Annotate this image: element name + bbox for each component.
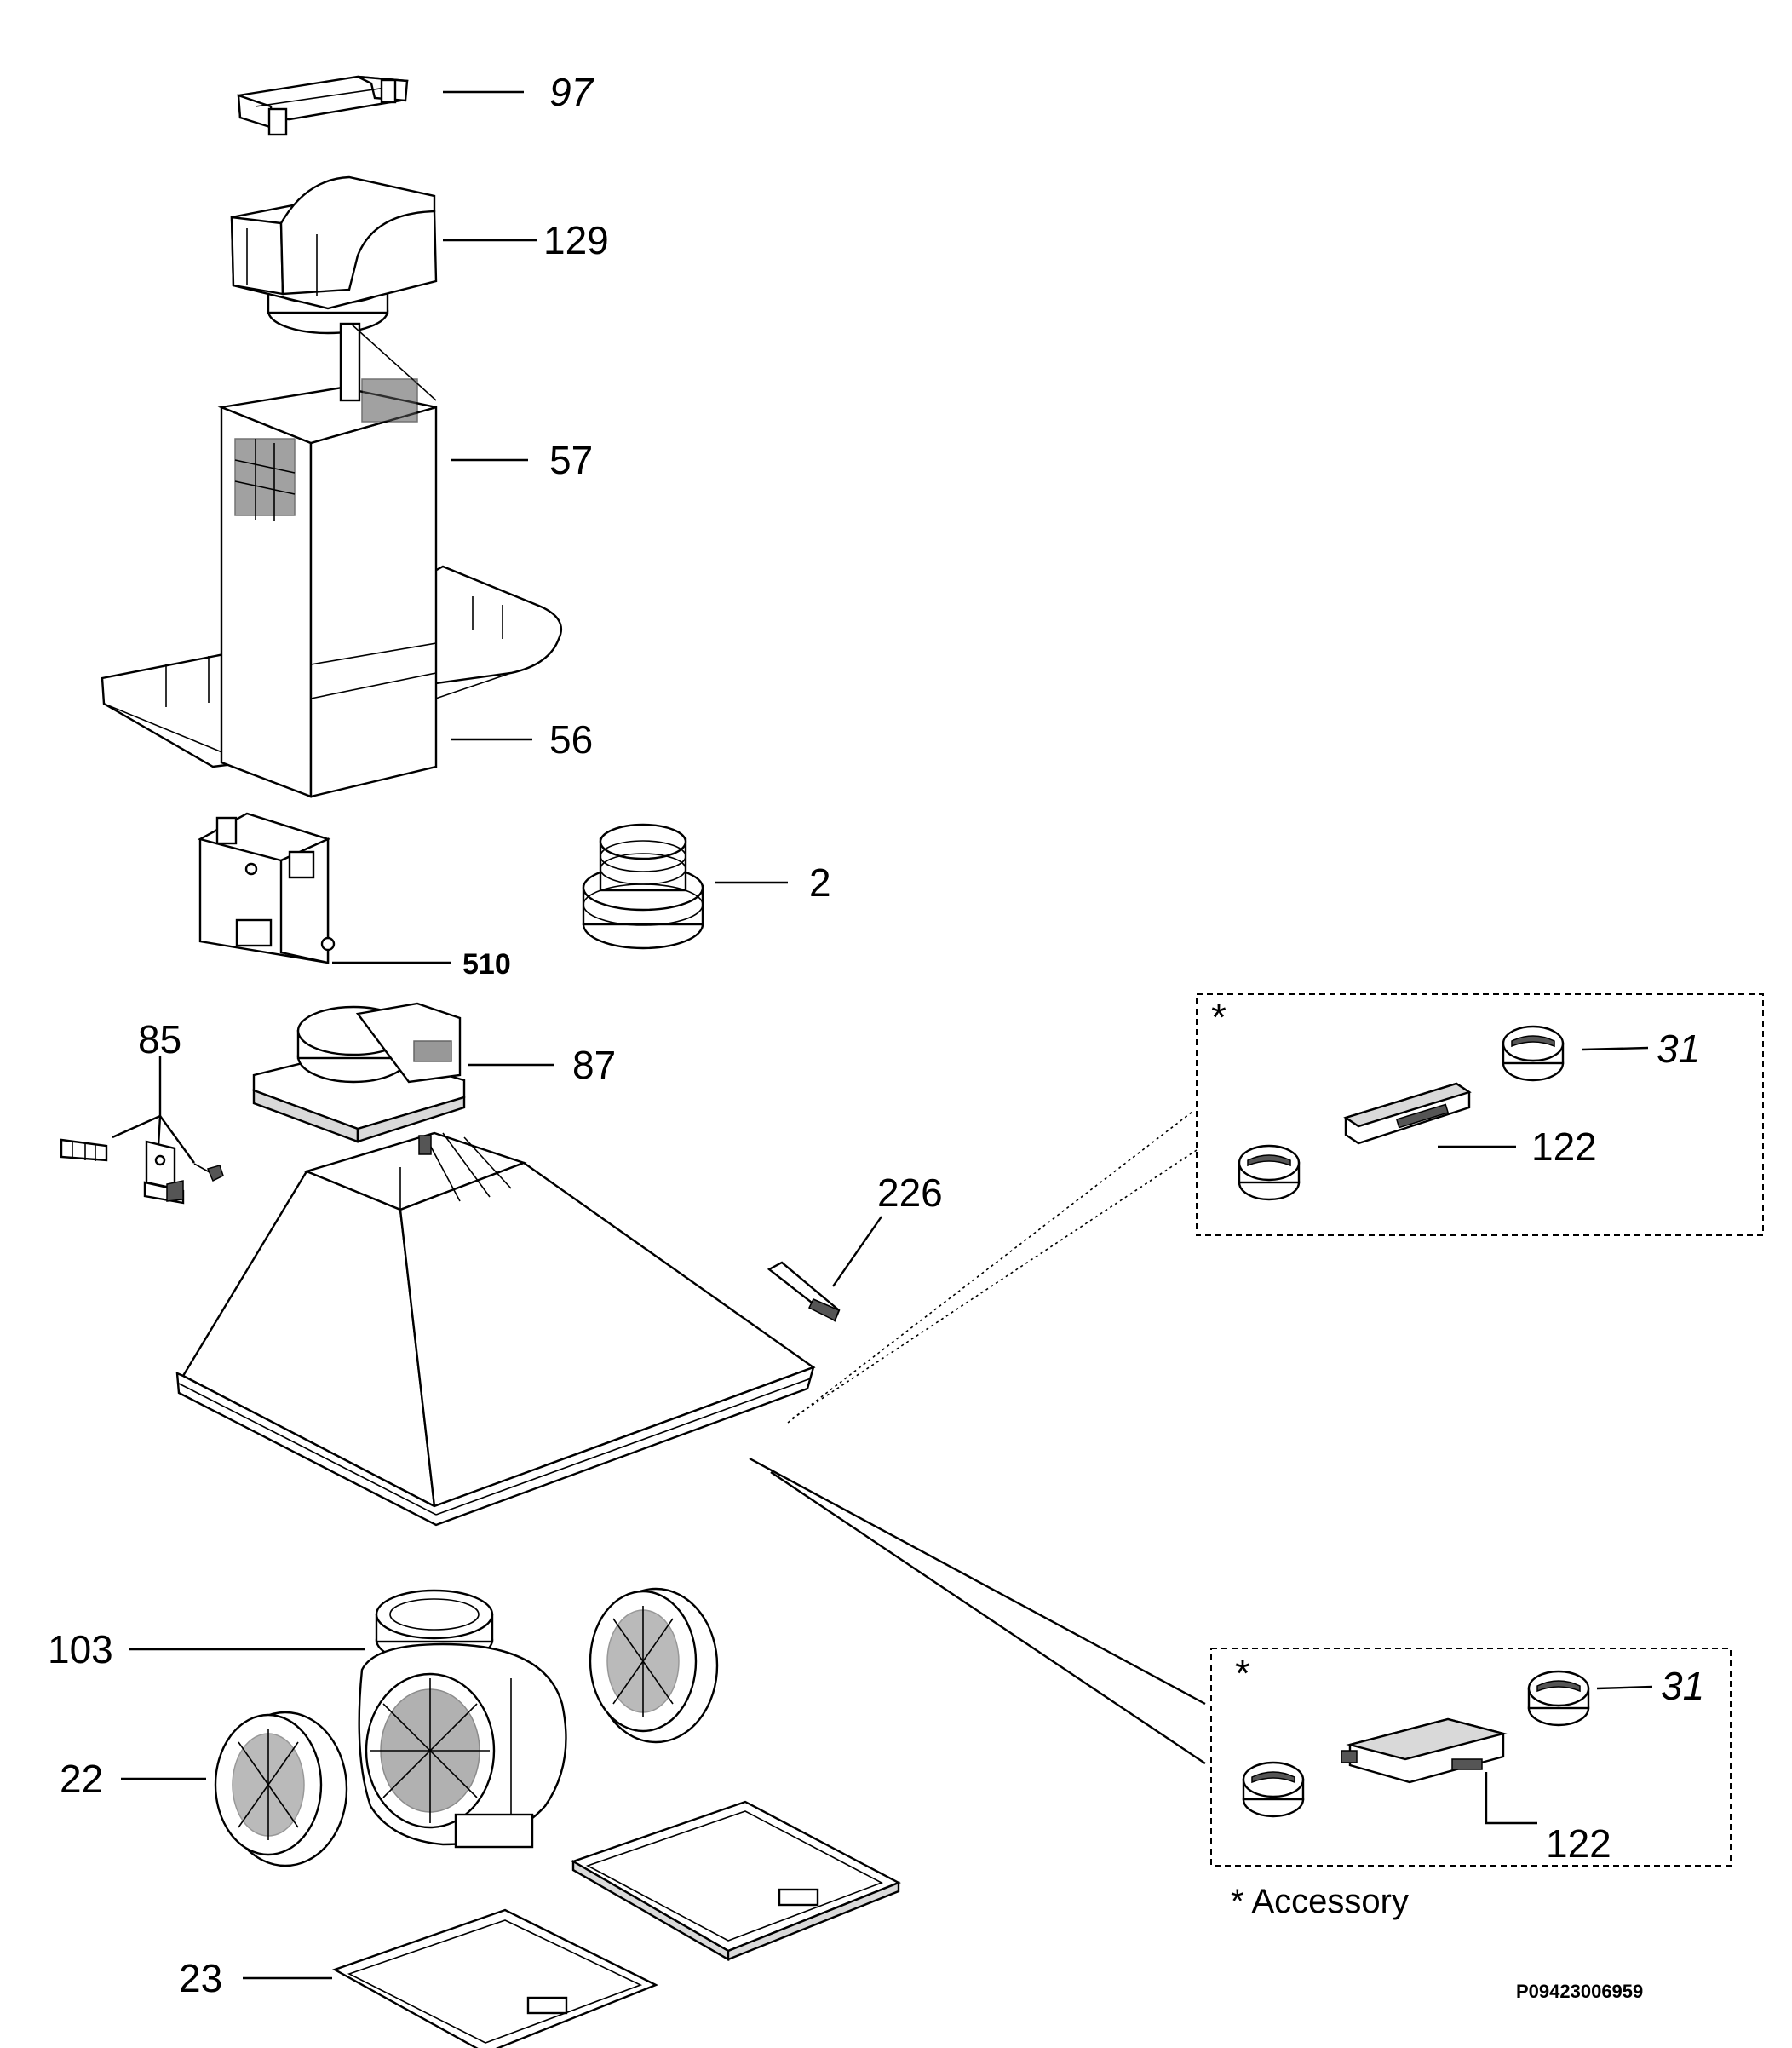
- label-226: 226: [877, 1171, 943, 1215]
- part-97-bracket: [237, 75, 409, 136]
- part-23-grease-filter-left: [332, 1908, 658, 2048]
- knob-31-d: [1242, 1761, 1305, 1818]
- leader-31-a: [1582, 1046, 1649, 1051]
- part-87-motor-support: [252, 1002, 466, 1143]
- part-103-motor-unit: [358, 1589, 567, 1849]
- part-22-charcoal-filter-left: [214, 1711, 348, 1867]
- accessory-box-2: * 31 122: [1210, 1648, 1732, 1867]
- accessory-legend: * Accessory: [1231, 1883, 1409, 1920]
- accessory-box-2-star: *: [1235, 1651, 1250, 1695]
- label-31-b: 31: [1661, 1664, 1704, 1708]
- drawing-code: P09423006959: [1516, 1981, 1643, 2002]
- chimney-vent-grille: [234, 378, 418, 521]
- knob-31-b: [1238, 1144, 1301, 1201]
- part-23-grease-filter-right: [571, 1800, 901, 1962]
- hood-to-accessory1-line-a: [787, 1111, 1193, 1424]
- label-122-a: 122: [1531, 1125, 1597, 1169]
- accessory-box-1: * 31 122: [1196, 993, 1764, 1236]
- leader-226: [832, 1216, 882, 1287]
- label-97: 97: [549, 70, 594, 114]
- part-129-air-deflector: [230, 175, 438, 335]
- label-23: 23: [179, 1956, 222, 2000]
- label-2: 2: [809, 860, 831, 905]
- label-85: 85: [138, 1017, 181, 1061]
- knob-31-c: [1527, 1670, 1590, 1727]
- knob-31-a: [1502, 1025, 1565, 1082]
- hood-to-accessory2-line-a: [749, 1457, 1206, 1706]
- label-510: 510: [462, 948, 511, 981]
- hood-to-accessory2-line-b: [770, 1471, 1206, 1764]
- label-129: 129: [543, 218, 609, 262]
- control-panel-122-a: [1343, 1082, 1472, 1145]
- label-22: 22: [60, 1757, 103, 1801]
- label-103: 103: [48, 1627, 113, 1671]
- part-57-chimney: [217, 322, 438, 798]
- label-122-b: 122: [1546, 1821, 1611, 1866]
- leader-122-b: [1485, 1772, 1537, 1825]
- part-226-strip: [767, 1261, 841, 1322]
- label-31-a: 31: [1657, 1027, 1700, 1071]
- safety-bracket: [143, 1140, 185, 1205]
- wall-plug: [60, 1138, 108, 1162]
- part-22-charcoal-filter-right: [589, 1587, 719, 1744]
- part-85-fixing-kit: [60, 1056, 224, 1205]
- screw: [193, 1163, 224, 1182]
- part-510-module-housing: [197, 812, 336, 964]
- hood-to-accessory1-line-b: [791, 1149, 1198, 1419]
- hood-body: [175, 1131, 816, 1527]
- part-2-duct-adapter: [582, 823, 704, 950]
- label-56: 56: [549, 717, 593, 762]
- control-panel-122-b: [1341, 1717, 1508, 1784]
- label-57: 57: [549, 438, 593, 482]
- leader-31-b: [1596, 1685, 1653, 1690]
- accessory-box-1-star: *: [1211, 995, 1226, 1039]
- label-87: 87: [572, 1043, 616, 1087]
